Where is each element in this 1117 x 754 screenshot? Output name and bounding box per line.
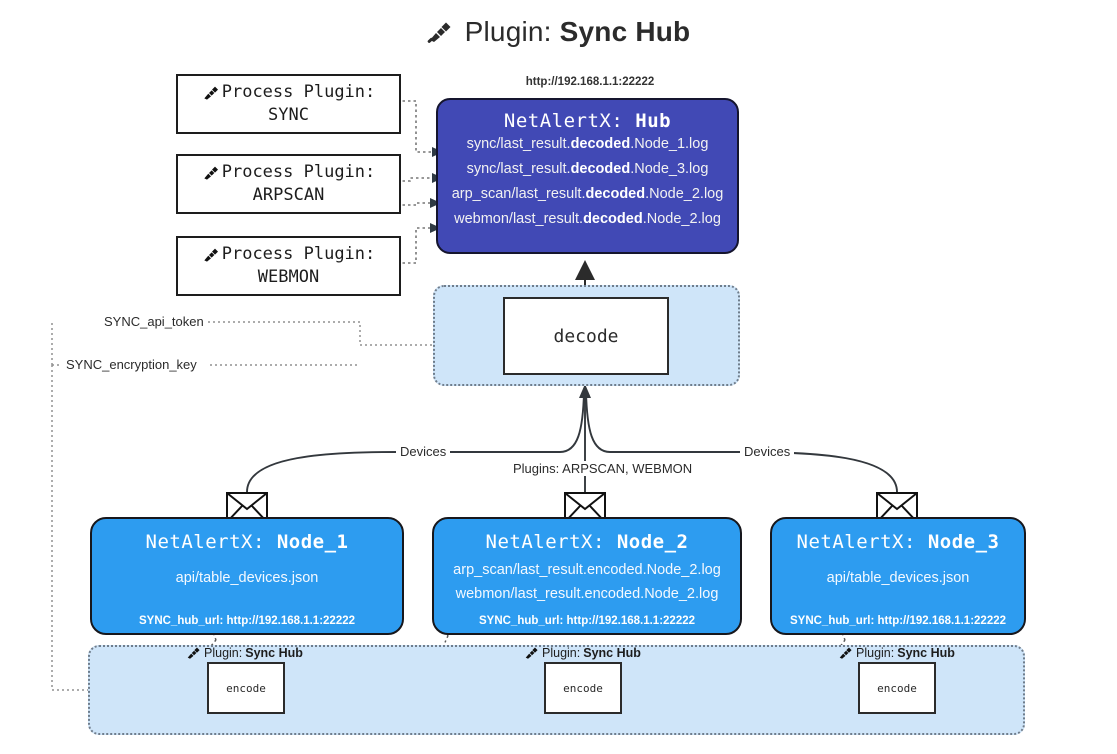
encode-plugin-label-1: Plugin: Sync Hub [186, 646, 303, 660]
encode-box-2[interactable]: encode [544, 662, 622, 714]
log-post: .Node_2.log [645, 185, 724, 202]
hub-log-line: arp_scan/last_result.decoded.Node_2.log [438, 182, 737, 207]
log-pre: arp_scan/last_result. [451, 185, 586, 202]
process-plugin-box-arpscan[interactable]: Process Plugin: ARPSCAN [176, 154, 401, 214]
node-box-node-2[interactable]: NetAlertX: Node_2 arp_scan/last_result.e… [432, 517, 742, 635]
log-post: .Node_1.log [630, 136, 709, 152]
process-plugin-label: Process Plugin: [221, 82, 376, 103]
log-post: .Node_3.log [630, 160, 709, 177]
encode-plugin-prefix: Plugin: [856, 646, 895, 660]
hub-box[interactable]: NetAlertX: Hub sync/last_result.decoded.… [436, 98, 739, 254]
process-plugin-box-sync[interactable]: Process Plugin: SYNC [176, 74, 401, 134]
encode-plugin-name: Sync Hub [583, 646, 641, 660]
encode-plugin-prefix: Plugin: [204, 646, 243, 660]
hub-title-prefix: NetAlertX: [503, 110, 624, 132]
node-title-name: Node_2 [616, 531, 689, 553]
encode-plugin-label-2: Plugin: Sync Hub [524, 646, 641, 660]
log-post: .Node_2.log [642, 210, 721, 227]
node-footer: SYNC_hub_url: http://192.168.1.1:22222 [138, 615, 356, 627]
log-pre: webmon/last_result. [454, 210, 584, 227]
hub-log-line: sync/last_result.decoded.Node_1.log [438, 132, 737, 157]
node-title-prefix: NetAlertX: [485, 531, 605, 553]
node-title: NetAlertX: Node_2 [434, 531, 740, 553]
node-title-name: Node_1 [276, 531, 349, 553]
node-line: arp_scan/last_result.encoded.Node_2.log [453, 562, 721, 578]
encode-box-3[interactable]: encode [858, 662, 936, 714]
plug-icon [204, 166, 218, 180]
hub-log-line: sync/last_result.decoded.Node_3.log [438, 157, 737, 182]
secret-label-api-token: SYNC_api_token [100, 314, 208, 329]
log-pre: sync/last_result. [466, 160, 571, 177]
node-footer: SYNC_hub_url: http://192.168.1.1:22222 [478, 615, 696, 627]
node-footer: SYNC_hub_url: http://192.168.1.1:22222 [789, 615, 1007, 627]
process-plugin-name: ARPSCAN [252, 185, 325, 205]
secret-label-encryption-key: SYNC_encryption_key [62, 357, 201, 372]
node-title-name: Node_3 [927, 531, 1000, 553]
log-mid: decoded [570, 160, 631, 177]
hub-log-line: webmon/last_result.decoded.Node_2.log [438, 207, 737, 232]
edge-label-left-devices: Devices [396, 444, 451, 459]
encode-plugin-prefix: Plugin: [542, 646, 581, 660]
title-prefix: Plugin: [464, 16, 552, 47]
hub-title-name: Hub [635, 110, 672, 132]
page-title: Plugin: Sync Hub [0, 16, 1117, 48]
node-title: NetAlertX: Node_3 [772, 531, 1024, 553]
edge-label-center-plugins: Plugins: ARPSCAN, WEBMON [509, 461, 697, 476]
node-title-prefix: NetAlertX: [796, 531, 916, 553]
plug-icon [525, 647, 538, 659]
node-line: webmon/last_result.encoded.Node_2.log [455, 585, 719, 602]
node-line: api/table_devices.json [826, 570, 970, 586]
decode-box[interactable]: decode [503, 297, 669, 375]
node-title-prefix: NetAlertX: [145, 531, 265, 553]
plug-icon [204, 86, 218, 100]
hub-url-label: http://192.168.1.1:22222 [525, 76, 655, 88]
node-line: api/table_devices.json [175, 570, 319, 586]
node-box-node-1[interactable]: NetAlertX: Node_1 api/table_devices.json… [90, 517, 404, 635]
log-pre: sync/last_result. [466, 136, 571, 152]
hub-title: NetAlertX: Hub [438, 110, 737, 132]
encode-plugin-name: Sync Hub [245, 646, 303, 660]
encode-plugin-label-3: Plugin: Sync Hub [838, 646, 955, 660]
process-plugin-name: WEBMON [257, 267, 320, 287]
process-plugin-label: Process Plugin: [221, 244, 376, 265]
title-name: Sync Hub [559, 16, 691, 47]
plug-icon [427, 19, 453, 51]
log-mid: decoded [570, 136, 631, 152]
process-plugin-name: SYNC [268, 105, 309, 125]
process-plugin-label: Process Plugin: [221, 162, 376, 183]
process-plugin-box-webmon[interactable]: Process Plugin: WEBMON [176, 236, 401, 296]
node-title: NetAlertX: Node_1 [92, 531, 402, 553]
log-mid: decoded [585, 185, 646, 202]
encode-box-1[interactable]: encode [207, 662, 285, 714]
plug-icon [187, 647, 200, 659]
plug-icon [204, 248, 218, 262]
encode-plugin-name: Sync Hub [897, 646, 955, 660]
node-box-node-3[interactable]: NetAlertX: Node_3 api/table_devices.json… [770, 517, 1026, 635]
edge-label-right-devices: Devices [740, 444, 795, 459]
log-mid: decoded [583, 210, 643, 227]
plug-icon [839, 647, 852, 659]
